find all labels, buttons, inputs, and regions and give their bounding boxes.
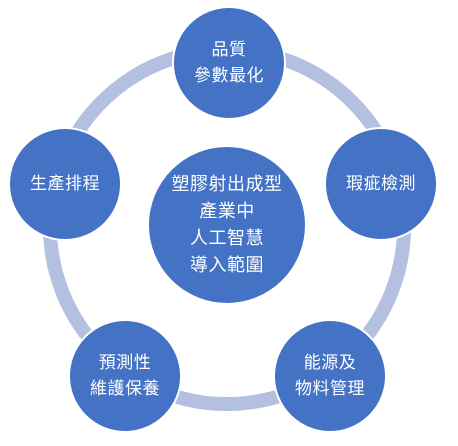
node-predictive-maintenance-line-1: 預測性 (98, 353, 152, 373)
node-production-scheduling: 生產排程 (8, 127, 122, 241)
node-production-scheduling-line-1: 生產排程 (30, 174, 100, 194)
node-defect-detection: 瑕疵檢測 (324, 127, 438, 241)
node-quality-line-1: 品質 (211, 40, 247, 60)
center-line-4: 導入範圍 (190, 255, 264, 276)
node-energy-materials-line-2: 物料管理 (295, 379, 365, 399)
node-quality: 品質 參數最化 (172, 6, 286, 120)
node-quality-line-2: 參數最化 (194, 66, 264, 86)
center-line-3: 人工智慧 (190, 228, 264, 249)
node-defect-detection-line-1: 瑕疵檢測 (346, 174, 416, 194)
center-node: 塑膠射出成型 產業中 人工智慧 導入範圍 (147, 145, 307, 305)
node-energy-materials: 能源及 物料管理 (273, 319, 387, 433)
node-predictive-maintenance: 預測性 維護保養 (68, 319, 182, 433)
center-line-2: 產業中 (199, 201, 255, 222)
node-predictive-maintenance-line-2: 維護保養 (90, 379, 160, 399)
node-energy-materials-line-1: 能源及 (303, 353, 357, 373)
center-line-1: 塑膠射出成型 (171, 174, 283, 195)
